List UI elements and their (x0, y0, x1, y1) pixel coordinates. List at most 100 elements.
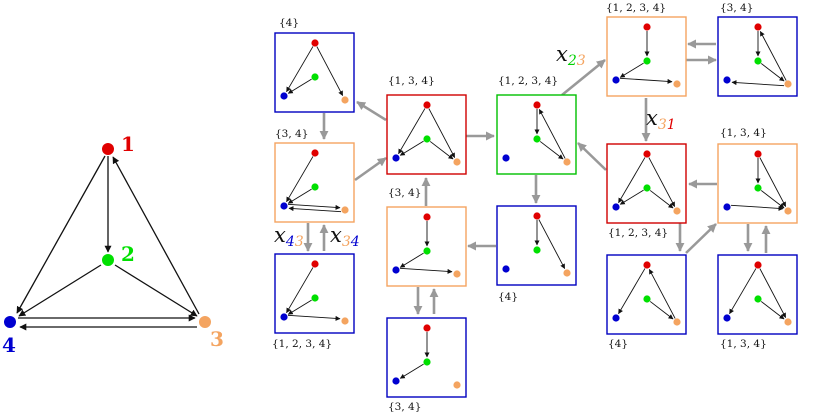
box-label-b0: {4} (279, 17, 299, 29)
mini-node-3 (784, 80, 792, 88)
arrow-b3-b0 (356, 100, 387, 122)
mini-node-3 (784, 318, 792, 326)
edge-label-x31: x31 (646, 106, 676, 133)
mini-node-3 (563, 269, 571, 277)
mini-edge-1-4 (618, 268, 646, 315)
mini-node-3 (341, 317, 349, 325)
mini-edge-1-3 (759, 268, 787, 319)
mini-node-3 (341, 96, 349, 104)
mini-edge-4-3 (287, 314, 341, 321)
mini-node-2 (311, 73, 319, 81)
edge-2-3 (114, 264, 198, 317)
arrow-b10-b6 (577, 142, 607, 171)
mini-node-4 (392, 154, 400, 162)
mini-node-1 (754, 150, 762, 158)
mini-edge-3-4 (288, 206, 342, 213)
mini-edge-2-4 (399, 363, 424, 379)
mini-node-3 (453, 158, 461, 166)
mini-node-1 (423, 101, 431, 109)
mini-edge-2-4 (287, 78, 312, 94)
state-box-b3 (386, 94, 467, 175)
transition-arrows (303, 39, 771, 315)
mini-edge-2-4 (287, 299, 312, 315)
mini-edge-2-4 (399, 140, 424, 156)
box-label-b4: {3, 4} (388, 187, 421, 199)
mini-node-4 (392, 266, 400, 274)
mini-node-4 (280, 92, 288, 100)
box-label-b9: {3, 4} (720, 2, 753, 14)
mini-node-2 (754, 57, 762, 65)
state-box-b12 (606, 254, 687, 335)
mini-node-4 (723, 203, 731, 211)
mini-edge-1-3 (759, 157, 787, 208)
box-label-b5: {3, 4} (388, 401, 421, 413)
mini-edge-3-4 (731, 80, 785, 87)
mini-edge-2-3 (760, 63, 785, 82)
state-box-b6 (496, 94, 577, 175)
mini-node-3 (453, 270, 461, 278)
edge-label-x23: x23 (556, 42, 586, 69)
mini-node-3 (341, 206, 349, 214)
box-label-b12: {4} (608, 338, 628, 350)
mini-node-1 (311, 39, 319, 47)
mini-node-3 (453, 381, 461, 389)
mini-edge-2-4 (399, 252, 424, 268)
mini-edge-1-4 (286, 267, 314, 314)
state-box-b7 (496, 205, 577, 286)
mini-node-2 (643, 184, 651, 192)
mini-node-2 (423, 358, 431, 366)
state-box-b8 (606, 16, 687, 97)
mini-node-4 (502, 154, 510, 162)
box-label-b1: {3, 4} (275, 128, 308, 140)
state-box-b11 (717, 143, 798, 224)
mini-node-2 (423, 247, 431, 255)
state-box-b4 (386, 206, 467, 287)
state-box-b1 (274, 142, 355, 223)
mini-node-1 (754, 23, 762, 31)
mini-node-2 (754, 295, 762, 303)
mini-node-3 (563, 158, 571, 166)
state-box-b9 (717, 16, 798, 97)
mini-node-3 (673, 80, 681, 88)
mini-edge-2-3 (760, 190, 785, 209)
mini-node-1 (533, 212, 541, 220)
mini-edge-2-4 (287, 188, 312, 204)
box-labels: {4} {3, 4} {1, 2, 3, 4} {1, 3, 4} {3, 4}… (272, 2, 767, 413)
state-boxes (274, 16, 798, 398)
mini-edge-1-4 (729, 268, 757, 315)
mini-edge-2-3 (539, 141, 564, 160)
mini-node-2 (533, 135, 541, 143)
mini-edge-3-1 (538, 108, 566, 159)
node-2 (102, 254, 114, 266)
mini-edge-4-3 (399, 267, 453, 274)
mini-edge-3-1 (759, 30, 787, 81)
mini-edge-1-3 (316, 46, 344, 97)
state-box-b10 (606, 143, 687, 224)
mini-edge-2-4 (619, 62, 644, 78)
state-box-b5 (386, 317, 467, 398)
main-graph-edges (16, 155, 200, 331)
mini-edge-1-4 (286, 156, 314, 203)
node-1-label: 1 (121, 132, 135, 156)
mini-node-3 (784, 207, 792, 215)
mini-node-2 (311, 294, 319, 302)
mini-node-4 (502, 265, 510, 273)
mini-node-2 (311, 183, 319, 191)
mini-node-2 (643, 295, 651, 303)
arrow-b1-b3 (354, 156, 387, 182)
node-4-label: 4 (2, 333, 16, 357)
mini-node-4 (280, 202, 288, 210)
mini-edge-4-3 (619, 77, 673, 84)
mini-edge-1-3 (428, 108, 456, 159)
edge-label-x34: x34 (330, 223, 360, 250)
mini-edge-1-4 (398, 108, 426, 155)
mini-node-2 (423, 135, 431, 143)
node-3 (199, 316, 211, 328)
mini-node-4 (280, 313, 288, 321)
mini-edge-2-3 (649, 301, 674, 320)
mini-edge-1-4 (286, 46, 314, 93)
mini-node-1 (643, 23, 651, 31)
edge-1-4 (16, 155, 106, 314)
box-label-b11: {1, 3, 4} (720, 127, 767, 139)
main-graph: 1 2 3 4 (2, 132, 224, 357)
